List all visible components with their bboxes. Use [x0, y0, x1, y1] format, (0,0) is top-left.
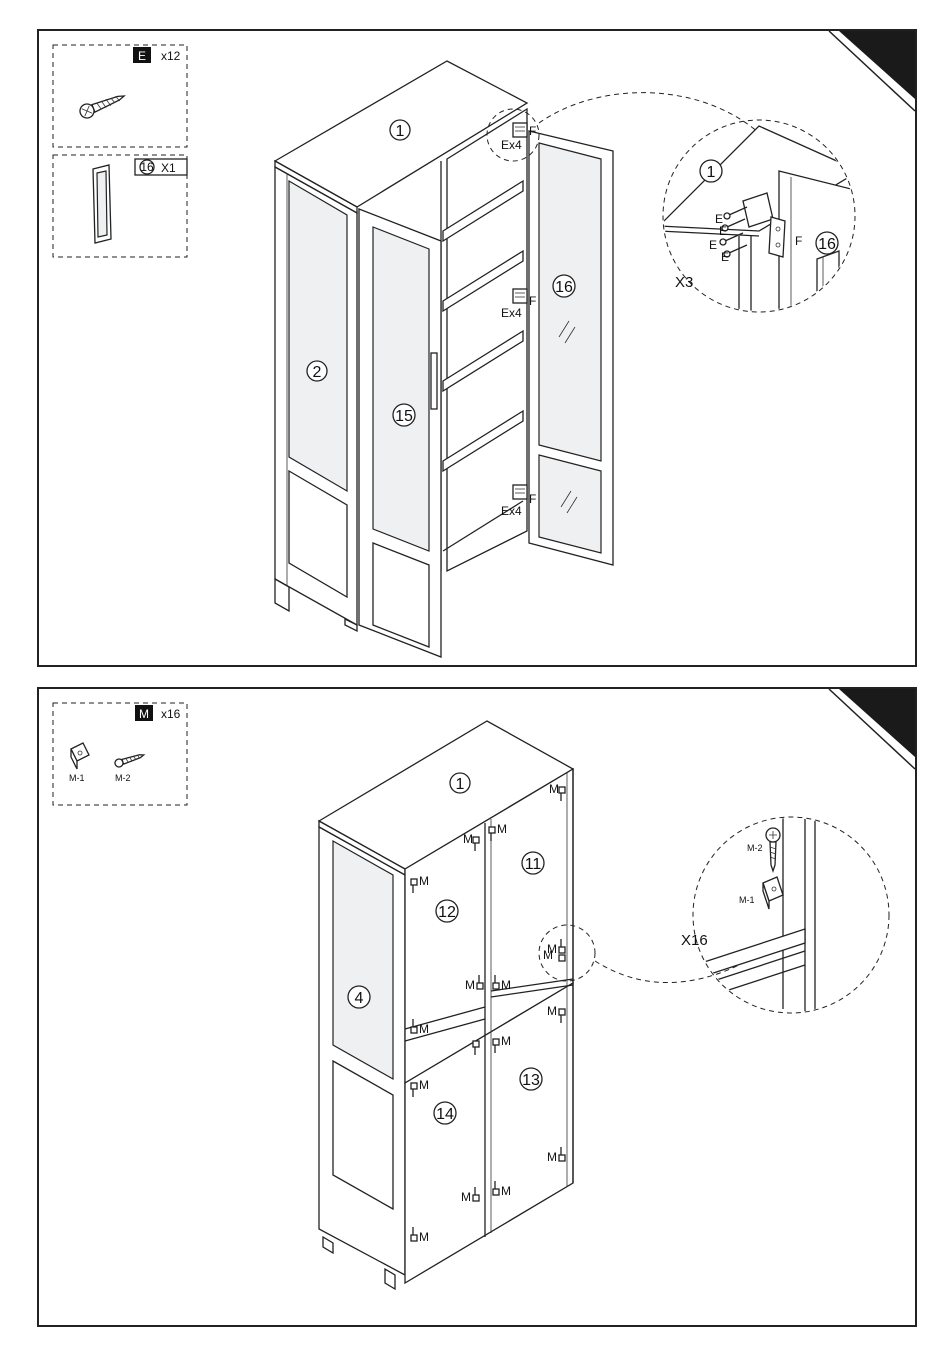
middle-door-glass	[373, 227, 429, 551]
detail-top-panel-number: 1	[707, 164, 716, 181]
svg-text:M: M	[501, 1034, 511, 1048]
detail-screw-icon	[766, 828, 780, 871]
wood-screw-icon	[78, 90, 127, 121]
detail-bracket-label: M-1	[739, 895, 755, 905]
bracket-marker-13	[559, 955, 565, 961]
svg-text:M: M	[419, 1230, 429, 1244]
svg-text:4: 4	[355, 990, 364, 1007]
svg-text:M: M	[419, 1078, 429, 1092]
side-panel-glass	[333, 841, 393, 1079]
small-screw-icon	[114, 751, 145, 768]
detail-screw-label: M-2	[747, 843, 763, 853]
hinge-middle	[513, 289, 527, 303]
right-door-glass	[539, 143, 601, 461]
cabinet-with-doors	[275, 61, 613, 657]
svg-text:12: 12	[438, 904, 456, 921]
callout-left-door: 2	[307, 361, 327, 381]
part-qty: x16	[161, 707, 181, 721]
hinge-tag-middle: Ex4	[501, 306, 522, 320]
svg-text:M: M	[419, 1022, 429, 1036]
svg-text:2: 2	[313, 364, 322, 381]
callout-back-upper-left: 12	[436, 900, 458, 922]
svg-text:M: M	[549, 782, 559, 796]
svg-text:14: 14	[436, 1106, 454, 1123]
glass-door-icon	[93, 165, 111, 243]
hinge-tag-top: Ex4	[501, 138, 522, 152]
hinge-tag-bottom: Ex4	[501, 504, 522, 518]
hinge-part-bottom: F	[529, 492, 536, 506]
svg-text:M: M	[547, 1150, 557, 1164]
step-corner-tab	[839, 689, 915, 757]
callout-top-panel: 1	[390, 120, 410, 140]
right-door-lower-glass	[539, 455, 601, 553]
svg-text:M: M	[501, 978, 511, 992]
detail-door-number: 16	[818, 236, 836, 253]
svg-text:M: M	[419, 874, 429, 888]
step-back-panels-drawing: M x16 M-1 M-2	[39, 689, 915, 1325]
step-door-mounting-drawing: E x12 16 X1	[39, 31, 915, 665]
screw-label: E	[138, 49, 146, 63]
bracket-detail: M-2 M-1 X16	[681, 809, 889, 1019]
screw-qty: x12	[161, 49, 181, 63]
callout-back-lower-right: 13	[520, 1068, 542, 1090]
detail-screw-letter-4: E	[721, 250, 729, 264]
detail-screw-letter-2: E	[719, 224, 727, 238]
small-screw-label: M-2	[115, 773, 131, 783]
detail-hinge-letter: F	[795, 234, 802, 248]
hinge-detail: 1 16 E E E E F X3	[659, 120, 859, 321]
bracket-label: M-1	[69, 773, 85, 783]
hinge-part-middle: F	[529, 294, 536, 308]
parts-box-screws: E x12	[53, 45, 187, 147]
svg-text:M: M	[497, 822, 507, 836]
hinge-bottom	[513, 485, 527, 499]
svg-text:M: M	[463, 832, 473, 846]
callout-top-panel: 1	[450, 773, 470, 793]
corner-bracket-icon	[71, 743, 89, 769]
hinge-part-top: F	[529, 124, 536, 138]
svg-text:1: 1	[456, 776, 465, 793]
parts-box-glass-door: 16 X1	[53, 155, 187, 257]
detail-multiplier: X16	[681, 932, 708, 949]
door-handle	[431, 353, 437, 409]
detail-leader-line	[539, 93, 759, 133]
svg-text:15: 15	[395, 408, 413, 425]
assembly-step-back-panels: M x16 M-1 M-2	[37, 687, 917, 1327]
svg-text:M: M	[501, 1184, 511, 1198]
door-qty: X1	[161, 161, 176, 175]
svg-text:M: M	[461, 1190, 471, 1204]
callout-middle-door: 15	[393, 404, 415, 426]
part-label: M	[139, 707, 149, 721]
detail-multiplier: X3	[675, 274, 693, 291]
svg-text:M: M	[547, 1004, 557, 1018]
svg-text:11: 11	[525, 856, 542, 873]
callout-back-upper-right: 11	[522, 852, 544, 874]
assembly-step-door-mounting: E x12 16 X1	[37, 29, 917, 667]
callout-right-door: 16	[553, 275, 575, 297]
door-part-number: 16	[140, 160, 154, 174]
step-corner-tab	[839, 31, 915, 99]
focus-fastener-label: M	[543, 948, 553, 962]
callout-back-lower-left: 14	[434, 1102, 456, 1124]
callout-side-panel: 4	[348, 986, 370, 1008]
parts-box-brackets: M x16 M-1 M-2	[53, 703, 187, 805]
left-door-glass	[289, 181, 347, 491]
svg-text:M: M	[465, 978, 475, 992]
detail-screw-letter-3: E	[709, 238, 717, 252]
hinge-top	[513, 123, 527, 137]
svg-text:16: 16	[555, 279, 573, 296]
svg-text:1: 1	[396, 123, 405, 140]
svg-text:13: 13	[522, 1072, 540, 1089]
